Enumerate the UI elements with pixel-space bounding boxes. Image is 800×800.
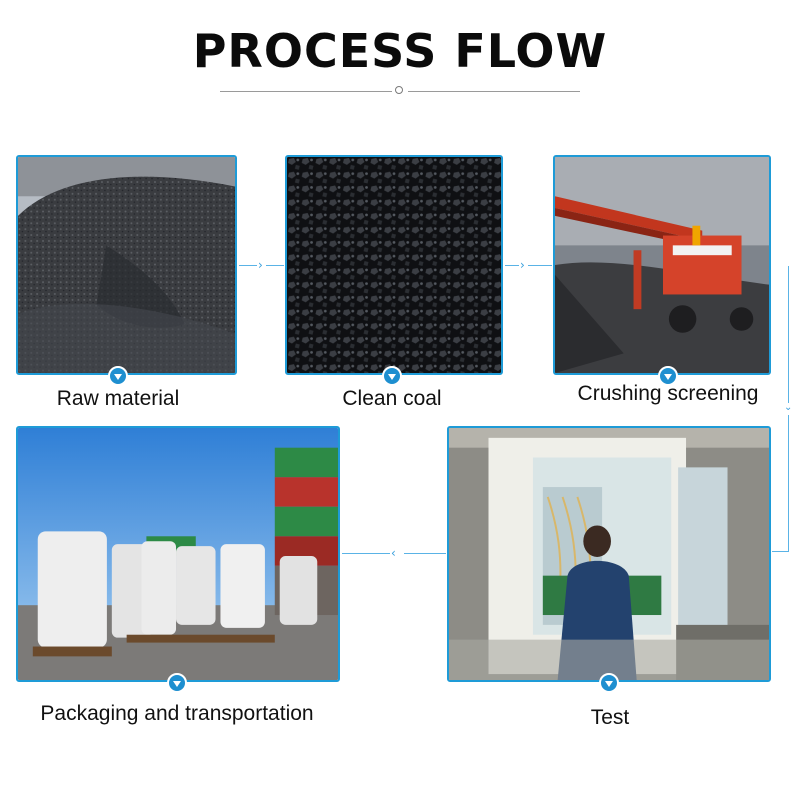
packaging-transportation-badge — [167, 673, 187, 693]
step-label-packaging-transportation: Packaging and transportation — [40, 702, 314, 725]
test-badge — [599, 673, 619, 693]
flow-connector-4b — [342, 553, 390, 554]
raw-material-badge — [108, 366, 128, 386]
page-title: PROCESS FLOW — [192, 24, 608, 78]
flow-connector-3 — [788, 266, 789, 403]
title-divider-left — [220, 91, 392, 92]
raw-material-photo — [18, 157, 235, 373]
chevron-right-icon: › — [520, 258, 525, 272]
chevron-down-icon: ⌄ — [784, 402, 793, 413]
step-label-test: Test — [590, 706, 630, 729]
title-divider-right — [408, 91, 580, 92]
flow-connector-3c — [772, 551, 789, 552]
step-card-packaging-transportation — [16, 426, 340, 682]
test-photo — [449, 428, 769, 680]
crushing-screening-photo — [555, 157, 769, 373]
clean-coal-photo — [287, 157, 501, 373]
crushing-screening-badge — [658, 366, 678, 386]
flow-connector-4 — [404, 553, 446, 554]
flow-connector-3b — [788, 415, 789, 551]
flow-connector-2b — [528, 265, 552, 266]
clean-coal-badge — [382, 366, 402, 386]
step-card-crushing-screening — [553, 155, 771, 375]
title-divider-dot — [395, 86, 403, 94]
chevron-left-icon: ‹ — [391, 546, 396, 560]
chevron-right-icon: › — [258, 258, 263, 272]
flow-connector-1 — [239, 265, 257, 266]
packaging-transportation-photo — [18, 428, 338, 680]
step-card-clean-coal — [285, 155, 503, 375]
step-label-clean-coal: Clean coal — [342, 387, 442, 410]
step-card-raw-material — [16, 155, 237, 375]
step-label-raw-material: Raw material — [56, 387, 180, 410]
flow-connector-1b — [266, 265, 284, 266]
step-card-test — [447, 426, 771, 682]
step-label-crushing-screening: Crushing screening — [577, 382, 759, 405]
flow-connector-2 — [505, 265, 519, 266]
